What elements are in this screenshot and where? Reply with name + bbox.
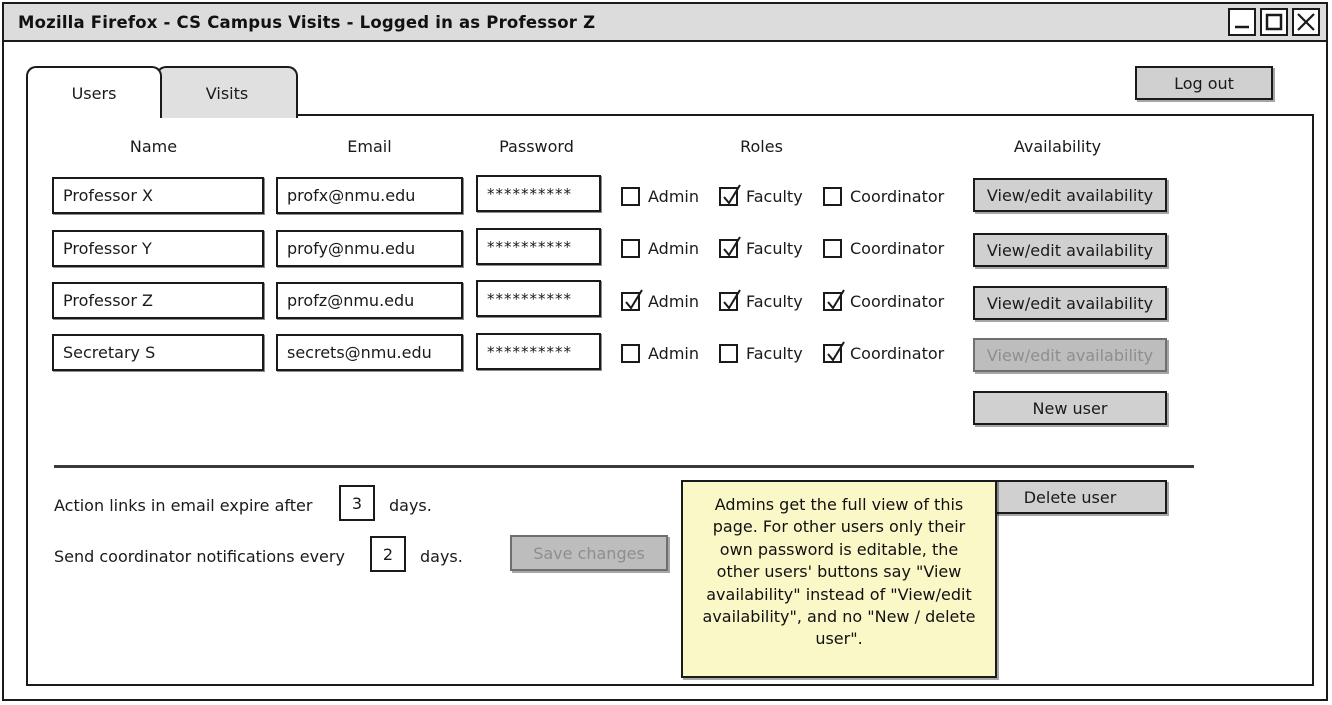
- role-label: Coordinator: [850, 239, 945, 258]
- checkbox-box: [621, 239, 640, 258]
- save-changes-button: Save changes: [510, 535, 668, 571]
- email-input-row-4[interactable]: secrets@nmu.edu: [276, 334, 463, 371]
- role-checkbox-admin-row-2[interactable]: Admin: [621, 239, 699, 258]
- minimize-icon[interactable]: [1228, 8, 1256, 36]
- password-input-row-2[interactable]: **********: [476, 228, 601, 265]
- role-checkbox-coordinator-row-3[interactable]: Coordinator: [823, 289, 945, 311]
- checkbox-box: [719, 289, 741, 311]
- availability-label: View/edit availability: [986, 185, 1154, 205]
- notify-setting-prefix: Send coordinator notifications every: [54, 547, 345, 566]
- role-checkbox-faculty-row-2[interactable]: Faculty: [719, 236, 803, 258]
- sticky-note: Admins get the full view of this page. F…: [681, 480, 997, 678]
- availability-label: View/edit availability: [986, 240, 1154, 260]
- checkbox-box: [719, 344, 738, 363]
- availability-button-row-3[interactable]: View/edit availability: [973, 286, 1167, 320]
- role-label: Coordinator: [850, 292, 945, 311]
- active-tab-mask: [28, 112, 160, 118]
- email-input-row-3[interactable]: profz@nmu.edu: [276, 282, 463, 319]
- checkbox-box: [621, 187, 640, 206]
- role-label: Admin: [648, 292, 699, 311]
- tab-bar: Visits Users: [26, 46, 316, 118]
- title-bar: Mozilla Firefox - CS Campus Visits - Log…: [4, 4, 1326, 42]
- role-checkbox-coordinator-row-4[interactable]: Coordinator: [823, 341, 945, 363]
- delete-user-button[interactable]: Delete user: [973, 480, 1167, 514]
- column-header-email: Email: [347, 137, 392, 156]
- log-out-label: Log out: [1174, 73, 1234, 93]
- name-input-row-3[interactable]: Professor Z: [52, 282, 264, 319]
- availability-button-row-4: View/edit availability: [973, 338, 1167, 372]
- role-label: Coordinator: [850, 344, 945, 363]
- new-user-label: New user: [1032, 398, 1108, 418]
- role-checkbox-faculty-row-4[interactable]: Faculty: [719, 344, 803, 363]
- role-checkbox-admin-row-1[interactable]: Admin: [621, 187, 699, 206]
- checkbox-box: [823, 289, 845, 311]
- role-label: Admin: [648, 344, 699, 363]
- tab-users[interactable]: Users: [26, 66, 162, 118]
- role-label: Faculty: [746, 292, 803, 311]
- notify-days-input[interactable]: 2: [370, 536, 406, 572]
- availability-button-row-2[interactable]: View/edit availability: [973, 233, 1167, 267]
- notify-setting-suffix: days.: [420, 547, 463, 566]
- role-label: Faculty: [746, 344, 803, 363]
- checkbox-box: [823, 239, 842, 258]
- role-label: Admin: [648, 239, 699, 258]
- checkbox-box: [621, 289, 643, 311]
- role-label: Faculty: [746, 239, 803, 258]
- sticky-note-text: Admins get the full view of this page. F…: [702, 495, 976, 649]
- column-header-name: Name: [129, 137, 178, 156]
- checkbox-box: [621, 344, 640, 363]
- column-header-roles: Roles: [740, 137, 783, 156]
- email-input-row-1[interactable]: profx@nmu.edu: [276, 177, 463, 214]
- section-divider: [54, 465, 1194, 468]
- name-input-row-2[interactable]: Professor Y: [52, 230, 264, 267]
- save-changes-label: Save changes: [533, 543, 645, 563]
- role-label: Admin: [648, 187, 699, 206]
- name-input-row-4[interactable]: Secretary S: [52, 334, 264, 371]
- password-input-row-1[interactable]: **********: [476, 175, 601, 212]
- checkbox-box: [719, 184, 741, 206]
- password-input-row-3[interactable]: **********: [476, 280, 601, 317]
- role-checkbox-admin-row-3[interactable]: Admin: [621, 289, 699, 311]
- availability-label: View/edit availability: [986, 345, 1154, 365]
- expire-days-input[interactable]: 3: [339, 485, 375, 521]
- name-input-row-1[interactable]: Professor X: [52, 177, 264, 214]
- role-checkbox-faculty-row-3[interactable]: Faculty: [719, 289, 803, 311]
- availability-label: View/edit availability: [986, 293, 1154, 313]
- password-input-row-4[interactable]: **********: [476, 333, 601, 370]
- close-icon[interactable]: [1292, 8, 1320, 36]
- expire-setting-suffix: days.: [389, 496, 432, 515]
- checkbox-box: [823, 187, 842, 206]
- column-header-password: Password: [499, 137, 574, 156]
- role-checkbox-admin-row-4[interactable]: Admin: [621, 344, 699, 363]
- tab-visits[interactable]: Visits: [156, 66, 298, 118]
- checkbox-box: [823, 341, 845, 363]
- log-out-button[interactable]: Log out: [1135, 66, 1273, 100]
- column-header-availability: Availability: [1013, 137, 1102, 156]
- role-checkbox-faculty-row-1[interactable]: Faculty: [719, 184, 803, 206]
- new-user-button[interactable]: New user: [973, 391, 1167, 425]
- role-checkbox-coordinator-row-1[interactable]: Coordinator: [823, 187, 944, 206]
- window-controls: [1228, 8, 1320, 36]
- window-title: Mozilla Firefox - CS Campus Visits - Log…: [18, 13, 596, 32]
- email-input-row-2[interactable]: profy@nmu.edu: [276, 230, 463, 267]
- checkbox-box: [719, 236, 741, 258]
- availability-button-row-1[interactable]: View/edit availability: [973, 178, 1167, 212]
- role-label: Faculty: [746, 187, 803, 206]
- maximize-icon[interactable]: [1260, 8, 1288, 36]
- role-label: Coordinator: [850, 187, 945, 206]
- expire-setting-prefix: Action links in email expire after: [54, 496, 313, 515]
- tab-visits-label: Visits: [205, 83, 249, 103]
- delete-user-label: Delete user: [1023, 487, 1117, 507]
- role-checkbox-coordinator-row-2[interactable]: Coordinator: [823, 239, 944, 258]
- tab-users-label: Users: [71, 83, 117, 103]
